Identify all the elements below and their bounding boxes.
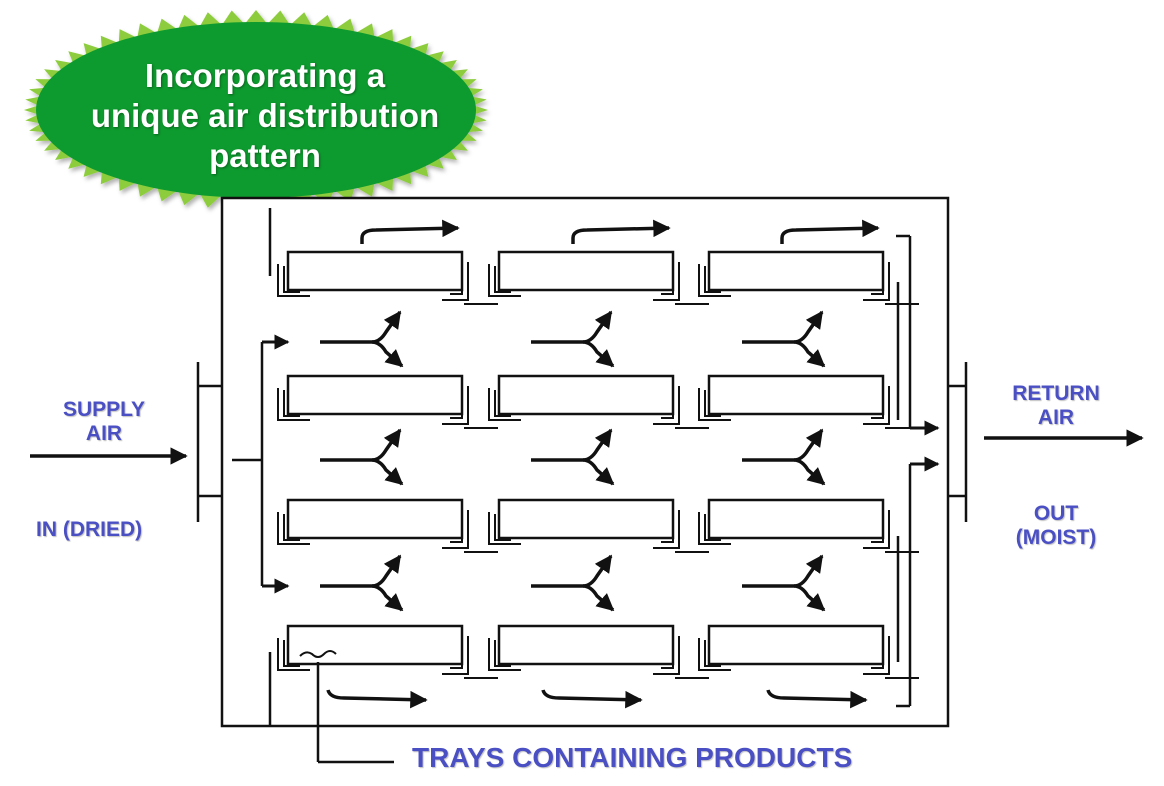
- return-label-line-1: RETURN: [1012, 382, 1100, 405]
- tray-support: [488, 510, 709, 553]
- badge-line-3: pattern: [209, 137, 321, 174]
- split-flow-arrow: [320, 554, 404, 612]
- badge-line-1: Incorporating a: [144, 57, 386, 94]
- tray: [277, 250, 498, 305]
- tray-box: [497, 624, 675, 666]
- top-flow-arrow: [360, 219, 460, 244]
- return-out-moist-label: OUT (MOIST): [996, 502, 1116, 550]
- air-flows: [320, 219, 880, 709]
- trays: [277, 250, 919, 679]
- tray: [698, 250, 919, 305]
- top-flow-arrow: [571, 219, 671, 244]
- bottom-flow-arrow: [766, 689, 868, 709]
- tray-box: [286, 374, 464, 416]
- supply-label-line-2: AIR: [85, 422, 123, 446]
- tray-box: [707, 498, 885, 540]
- split-flow-arrow: [531, 310, 615, 368]
- badge-line-2: unique air distribution: [90, 97, 440, 134]
- tray-box: [497, 498, 675, 540]
- tray-support: [488, 262, 709, 305]
- tray: [277, 624, 498, 679]
- supply-label-line-1: SUPPLY: [62, 398, 146, 421]
- split-flow-arrow: [742, 428, 826, 486]
- tray-support: [277, 262, 498, 305]
- split-flow-arrow: [320, 428, 404, 486]
- tray: [277, 498, 498, 553]
- tray-support: [698, 386, 919, 429]
- badge: [24, 10, 488, 210]
- trays-caption: TRAYS CONTAINING PRODUCTS: [412, 742, 853, 773]
- tray-leader-line: [316, 662, 394, 764]
- bottom-flow-arrow: [541, 689, 643, 709]
- tray-support: [698, 262, 919, 305]
- return-label-line-3: OUT: [1033, 502, 1079, 525]
- tray: [488, 624, 709, 679]
- supply-in-dried-label: IN (DRIED): [36, 518, 143, 541]
- product-squiggle: [299, 650, 337, 658]
- tray-support: [488, 386, 709, 429]
- tray: [698, 374, 919, 429]
- badge-body: [36, 22, 476, 198]
- tray-support: [277, 636, 498, 679]
- split-flow-arrow: [742, 554, 826, 612]
- tray: [277, 374, 498, 429]
- tray-box: [497, 374, 675, 416]
- tray-box: [286, 498, 464, 540]
- inlet-ducting: [30, 208, 290, 726]
- bottom-flow-arrow: [326, 689, 428, 709]
- tray: [488, 374, 709, 429]
- return-air-label: RETURN AIR: [996, 382, 1116, 430]
- tray-box: [707, 374, 885, 416]
- tray-box: [707, 250, 885, 292]
- return-label-line-4: (MOIST): [1015, 526, 1097, 550]
- split-flow-arrow: [320, 310, 404, 368]
- tray: [698, 498, 919, 553]
- split-flow-arrow: [742, 310, 826, 368]
- tray-support: [488, 636, 709, 679]
- tray-box: [497, 250, 675, 292]
- tray: [488, 498, 709, 553]
- tray-support: [277, 510, 498, 553]
- badge-text: Incorporating a unique air distribution …: [48, 56, 482, 176]
- top-flow-arrow: [780, 219, 880, 244]
- tray-support: [698, 636, 919, 679]
- tray-support: [277, 386, 498, 429]
- outlet-ducting: [896, 234, 1144, 708]
- split-flow-arrow: [531, 554, 615, 612]
- tray-support: [698, 510, 919, 553]
- split-flow-arrow: [531, 428, 615, 486]
- return-label-line-2: AIR: [1037, 406, 1075, 430]
- tray: [698, 624, 919, 679]
- tray-box: [286, 624, 464, 666]
- tray: [488, 250, 709, 305]
- tray-box: [707, 624, 885, 666]
- tray-box: [286, 250, 464, 292]
- supply-air-label: SUPPLY AIR: [44, 398, 164, 446]
